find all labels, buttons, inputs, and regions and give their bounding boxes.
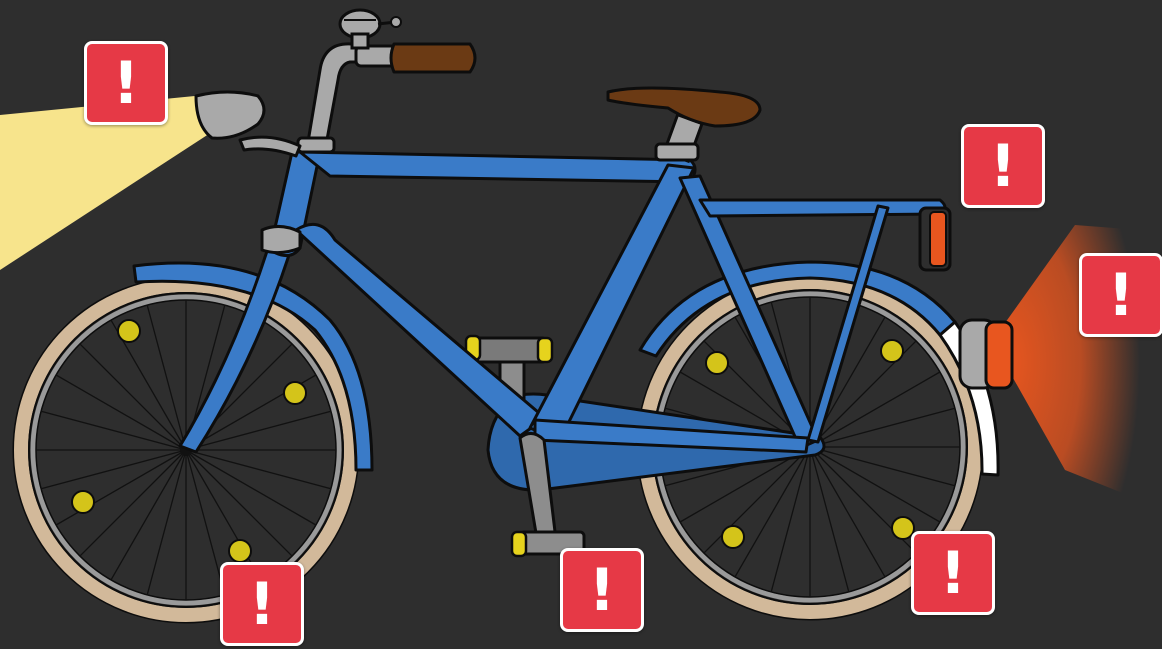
fork-crown (262, 226, 300, 252)
headlight-icon (196, 92, 300, 156)
rear-reflector-icon (920, 208, 950, 270)
exclamation-icon: ! (1108, 266, 1134, 324)
front-wheel (14, 278, 358, 622)
hotspot-rear-light[interactable]: ! (1079, 253, 1162, 337)
saddle (608, 88, 760, 161)
rear-light-icon (960, 320, 1012, 388)
handlebar (298, 44, 475, 152)
hotspot-headlight[interactable]: ! (84, 41, 168, 125)
hotspot-rear-wheel-reflector[interactable]: ! (911, 531, 995, 615)
hotspot-front-wheel-reflector[interactable]: ! (220, 562, 304, 646)
exclamation-icon: ! (990, 137, 1016, 195)
exclamation-icon: ! (249, 575, 275, 633)
hotspot-rear-reflector[interactable]: ! (961, 124, 1045, 208)
hotspot-pedal-reflector[interactable]: ! (560, 548, 644, 632)
bell-icon (340, 10, 401, 48)
exclamation-icon: ! (113, 54, 139, 112)
exclamation-icon: ! (940, 544, 966, 602)
exclamation-icon: ! (589, 561, 615, 619)
